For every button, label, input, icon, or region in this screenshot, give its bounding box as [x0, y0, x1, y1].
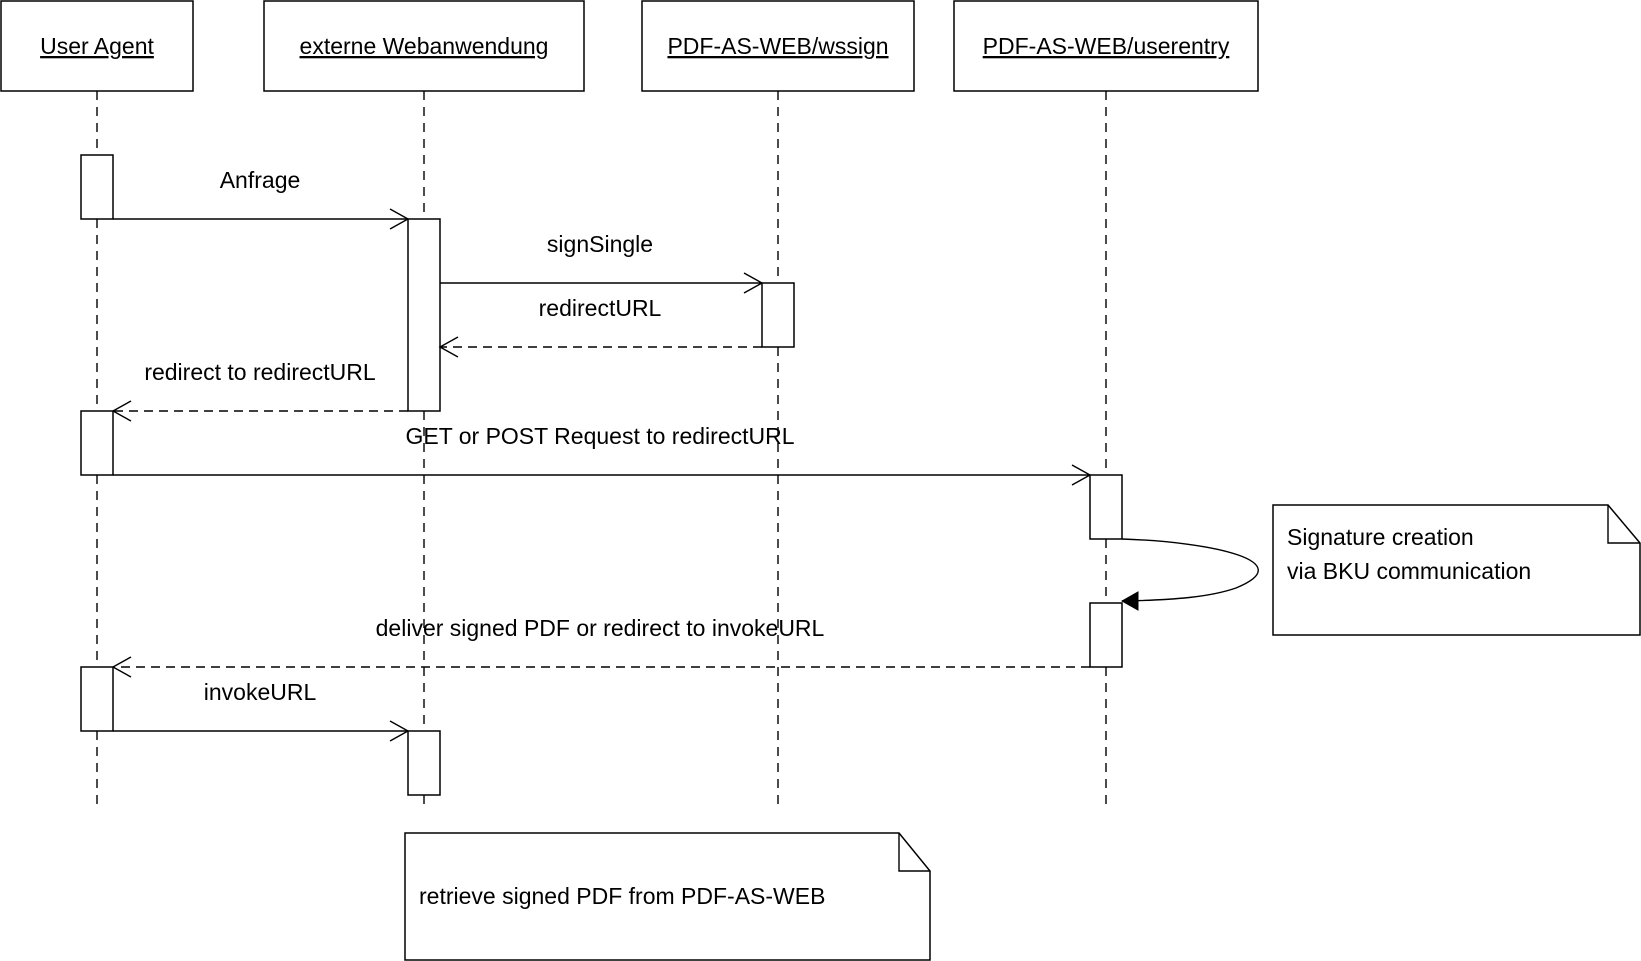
note-signature-creation: Signature creation via BKU communication [1272, 504, 1641, 636]
arrowhead-open-icon [743, 272, 764, 294]
note-line-1: Signature creation [1287, 524, 1474, 550]
participant-externe-webanwendung: externe Webanwendung [263, 0, 585, 92]
note-line-1: retrieve signed PDF from PDF-AS-WEB [419, 883, 825, 909]
note-fold-corner [898, 833, 930, 872]
arrowhead-filled-icon [1120, 591, 1139, 611]
message-label: redirectURL [539, 295, 662, 321]
message-anfrage: Anfrage [113, 167, 410, 230]
note-shape [1272, 504, 1641, 636]
activation-externe-webanwendung-2 [407, 730, 441, 796]
note-retrieve-signed-pdf: retrieve signed PDF from PDF-AS-WEB [404, 832, 931, 961]
participant-label: User Agent [40, 33, 154, 59]
activation-user-agent-1 [80, 154, 114, 220]
self-call-curve [1121, 538, 1259, 602]
message-redirecturl-reply: redirectURL [438, 295, 762, 358]
activation-userentry-1 [1089, 474, 1123, 540]
note-shape [404, 832, 931, 961]
message-get-or-post-request: GET or POST Request to redirectURL [113, 423, 1092, 486]
participant-label: externe Webanwendung [300, 33, 549, 59]
message-deliver-signed-pdf: deliver signed PDF or redirect to invoke… [111, 615, 1090, 678]
activation-externe-webanwendung-1 [407, 218, 441, 412]
arrowhead-open-icon [111, 656, 132, 678]
activation-user-agent-3 [80, 666, 114, 732]
message-label: invokeURL [204, 679, 317, 705]
arrowhead-open-icon [1071, 464, 1092, 486]
note-fold-corner [1607, 505, 1640, 544]
activation-userentry-2 [1089, 602, 1123, 668]
participant-user-agent: User Agent [0, 0, 194, 92]
participant-label: PDF-AS-WEB/wssign [667, 33, 888, 59]
message-label: deliver signed PDF or redirect to invoke… [376, 615, 825, 641]
participant-wssign: PDF-AS-WEB/wssign [641, 0, 915, 92]
arrowhead-open-icon [438, 336, 459, 358]
message-signsingle: signSingle [440, 231, 764, 294]
activation-wssign-1 [761, 282, 795, 348]
arrowhead-open-icon [111, 400, 132, 422]
participant-userentry: PDF-AS-WEB/userentry [953, 0, 1259, 92]
message-label: Anfrage [220, 167, 301, 193]
message-label: signSingle [547, 231, 653, 257]
message-redirect-to-redirecturl: redirect to redirectURL [111, 359, 408, 422]
message-label: redirect to redirectURL [144, 359, 376, 385]
note-line-2: via BKU communication [1287, 558, 1531, 584]
arrowhead-open-icon [389, 208, 410, 230]
activation-user-agent-2 [80, 410, 114, 476]
message-self-call [1120, 538, 1259, 611]
participant-label: PDF-AS-WEB/userentry [983, 33, 1230, 59]
message-label: GET or POST Request to redirectURL [405, 423, 794, 449]
message-invokeurl: invokeURL [113, 679, 410, 742]
arrowhead-open-icon [389, 720, 410, 742]
